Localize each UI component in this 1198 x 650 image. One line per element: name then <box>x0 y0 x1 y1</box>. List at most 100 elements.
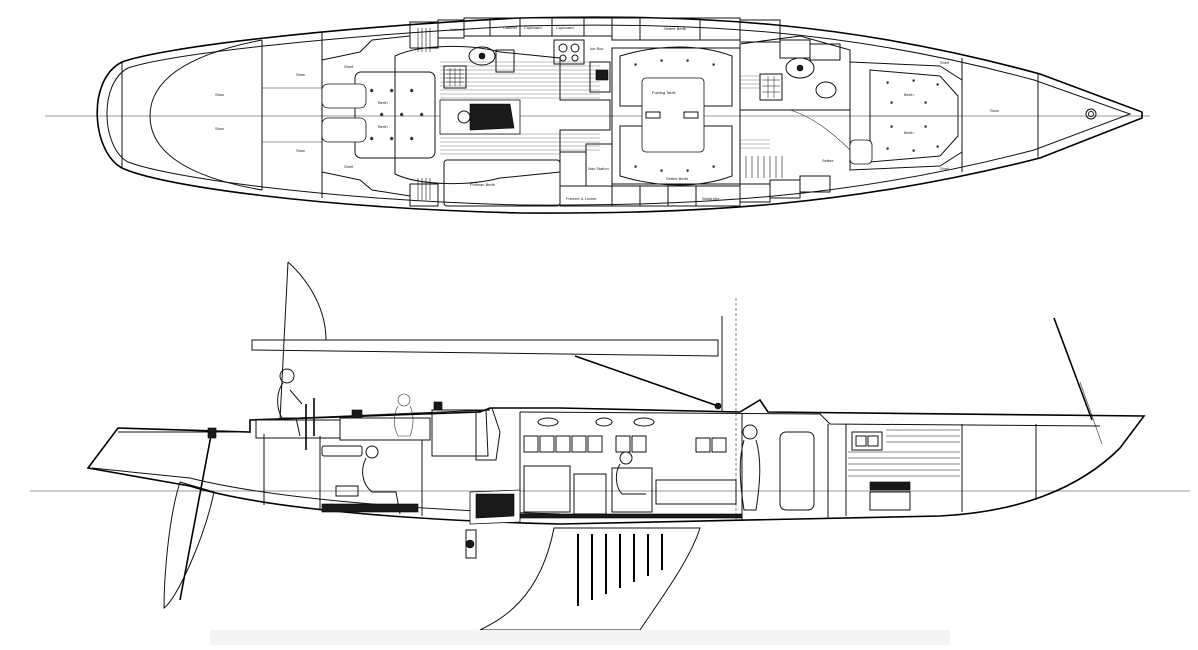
pilot-berth-label: Pullman Berth <box>470 182 495 187</box>
cockpit-structure <box>255 401 489 457</box>
fwd-cabin-profile <box>848 429 960 511</box>
fwd-settee-label: Settee <box>822 158 834 163</box>
profile-view <box>30 261 1190 631</box>
galley-stove <box>443 65 467 89</box>
rudder-stock <box>179 429 213 601</box>
settee-port <box>619 46 733 107</box>
companionway <box>475 407 501 461</box>
svg-text:✱: ✱ <box>634 62 638 67</box>
svg-text:✱: ✱ <box>886 80 890 85</box>
svg-text:✱: ✱ <box>390 88 394 93</box>
stern-stow-label-3: Stow <box>296 72 305 77</box>
fwd-head-grid-lines <box>762 76 780 98</box>
svg-text:✱: ✱ <box>886 146 890 151</box>
svg-text:✱: ✱ <box>890 124 894 129</box>
fridge-top <box>589 61 611 93</box>
helmsman-figure <box>277 368 315 450</box>
cabinet-label-2: Cabinet <box>503 25 518 30</box>
svg-text:✱: ✱ <box>634 164 638 169</box>
saloon-sole <box>519 513 743 519</box>
bottom-strip <box>210 630 950 645</box>
svg-text:✱: ✱ <box>912 148 916 153</box>
saloon-sole-outline <box>394 45 611 185</box>
fwd-cabin <box>849 61 963 171</box>
svg-text:✱: ✱ <box>924 124 928 129</box>
interior-bulkheads <box>263 412 1037 520</box>
table-leaf-2 <box>683 111 699 119</box>
svg-text:✱: ✱ <box>410 88 414 93</box>
fridge-handle <box>595 69 609 81</box>
aft-seat-2 <box>321 117 367 143</box>
stove-top <box>553 39 585 65</box>
aft-cabin-sole <box>321 503 419 513</box>
fwd-shelf-label-1: Shelf <box>940 60 950 65</box>
fwd-shelf-label-2: Shelf <box>940 166 950 171</box>
svg-text:✱: ✱ <box>420 112 424 117</box>
bow-stow-label: Stow <box>990 108 999 113</box>
aft-berth-stbd-label: Berth <box>378 124 388 129</box>
svg-text:✱: ✱ <box>712 62 716 67</box>
svg-text:✱: ✱ <box>380 112 384 117</box>
aft-cabin-wall-bottom <box>321 171 411 197</box>
plan-inner-sheer <box>106 24 1132 206</box>
aft-cabin-figure <box>362 445 401 515</box>
fwd-head-grid <box>759 73 783 101</box>
galley-stove-grid <box>446 68 464 86</box>
settee-berth-label-2: Settee Berth <box>666 176 688 181</box>
fwd-cabinets <box>739 39 841 203</box>
aft-seat-1 <box>321 83 367 109</box>
svg-text:✱: ✱ <box>936 144 940 149</box>
galley-sink-drain <box>478 52 486 60</box>
plan-aft-deck <box>149 39 263 191</box>
engine-top <box>469 103 515 131</box>
boom <box>251 339 719 357</box>
cabinet-label-1: Cabinet <box>450 27 465 32</box>
keel-bolts <box>577 534 663 606</box>
settee-stbd <box>619 125 733 186</box>
bow-fitting-inner <box>1088 111 1094 117</box>
svg-text:✱: ✱ <box>912 78 916 83</box>
galley-sink <box>468 46 496 66</box>
engine-profile <box>465 489 521 559</box>
cupboard-label-1: Cupboard <box>524 25 542 30</box>
fwd-berth-port-label: Berth <box>904 92 914 97</box>
stern-stow-label-1: Stow <box>215 92 224 97</box>
burner-1 <box>558 43 568 53</box>
burner-3 <box>559 54 567 62</box>
rudder <box>163 481 215 609</box>
coachroof-line <box>519 411 1101 427</box>
fwd-seat <box>849 139 873 165</box>
burner-2 <box>570 43 580 53</box>
aft-berth-stars: ✱✱✱ ✱✱✱ ✱✱✱ <box>370 88 425 142</box>
head-door <box>779 431 815 511</box>
plan-hull-outline <box>96 16 1143 214</box>
stern-stow-label-2: Stow <box>215 126 224 131</box>
svg-text:✱: ✱ <box>390 136 394 141</box>
svg-text:✱: ✱ <box>936 82 940 87</box>
svg-text:✱: ✱ <box>686 168 690 173</box>
shelf-port-label: Shelf <box>344 64 354 69</box>
rudder-head <box>207 427 217 439</box>
wardrobe-label: Wardrobe <box>702 196 720 201</box>
shelf-stbd-label: Shelf <box>344 164 354 169</box>
stern-stow-label-4: Stow <box>296 148 305 153</box>
aft-berth-port-label: Berth <box>378 100 388 105</box>
aft-cabin-shelf <box>321 445 363 457</box>
svg-text:✱: ✱ <box>924 100 928 105</box>
bow-pulpit <box>1079 381 1103 445</box>
boom-vang <box>574 355 719 407</box>
profile-hull <box>86 398 1146 525</box>
table-leaf-1 <box>645 111 661 119</box>
cupboard-label-2: Cupboard <box>556 25 574 30</box>
mizzen-sail <box>287 261 327 341</box>
plan-view: Stow Stow Stow Stow Shelf Shelf Berth Be… <box>45 16 1150 214</box>
floor-planking <box>440 61 770 155</box>
galley-counter <box>495 49 515 73</box>
fwd-berth-stars: ✱✱✱ ✱✱ ✱✱ ✱✱✱ <box>886 78 940 153</box>
svg-text:✱: ✱ <box>370 88 374 93</box>
svg-text:✱: ✱ <box>712 164 716 169</box>
fwd-head-door-swing <box>789 109 851 151</box>
svg-text:✱: ✱ <box>660 58 664 63</box>
backstay <box>279 261 289 421</box>
